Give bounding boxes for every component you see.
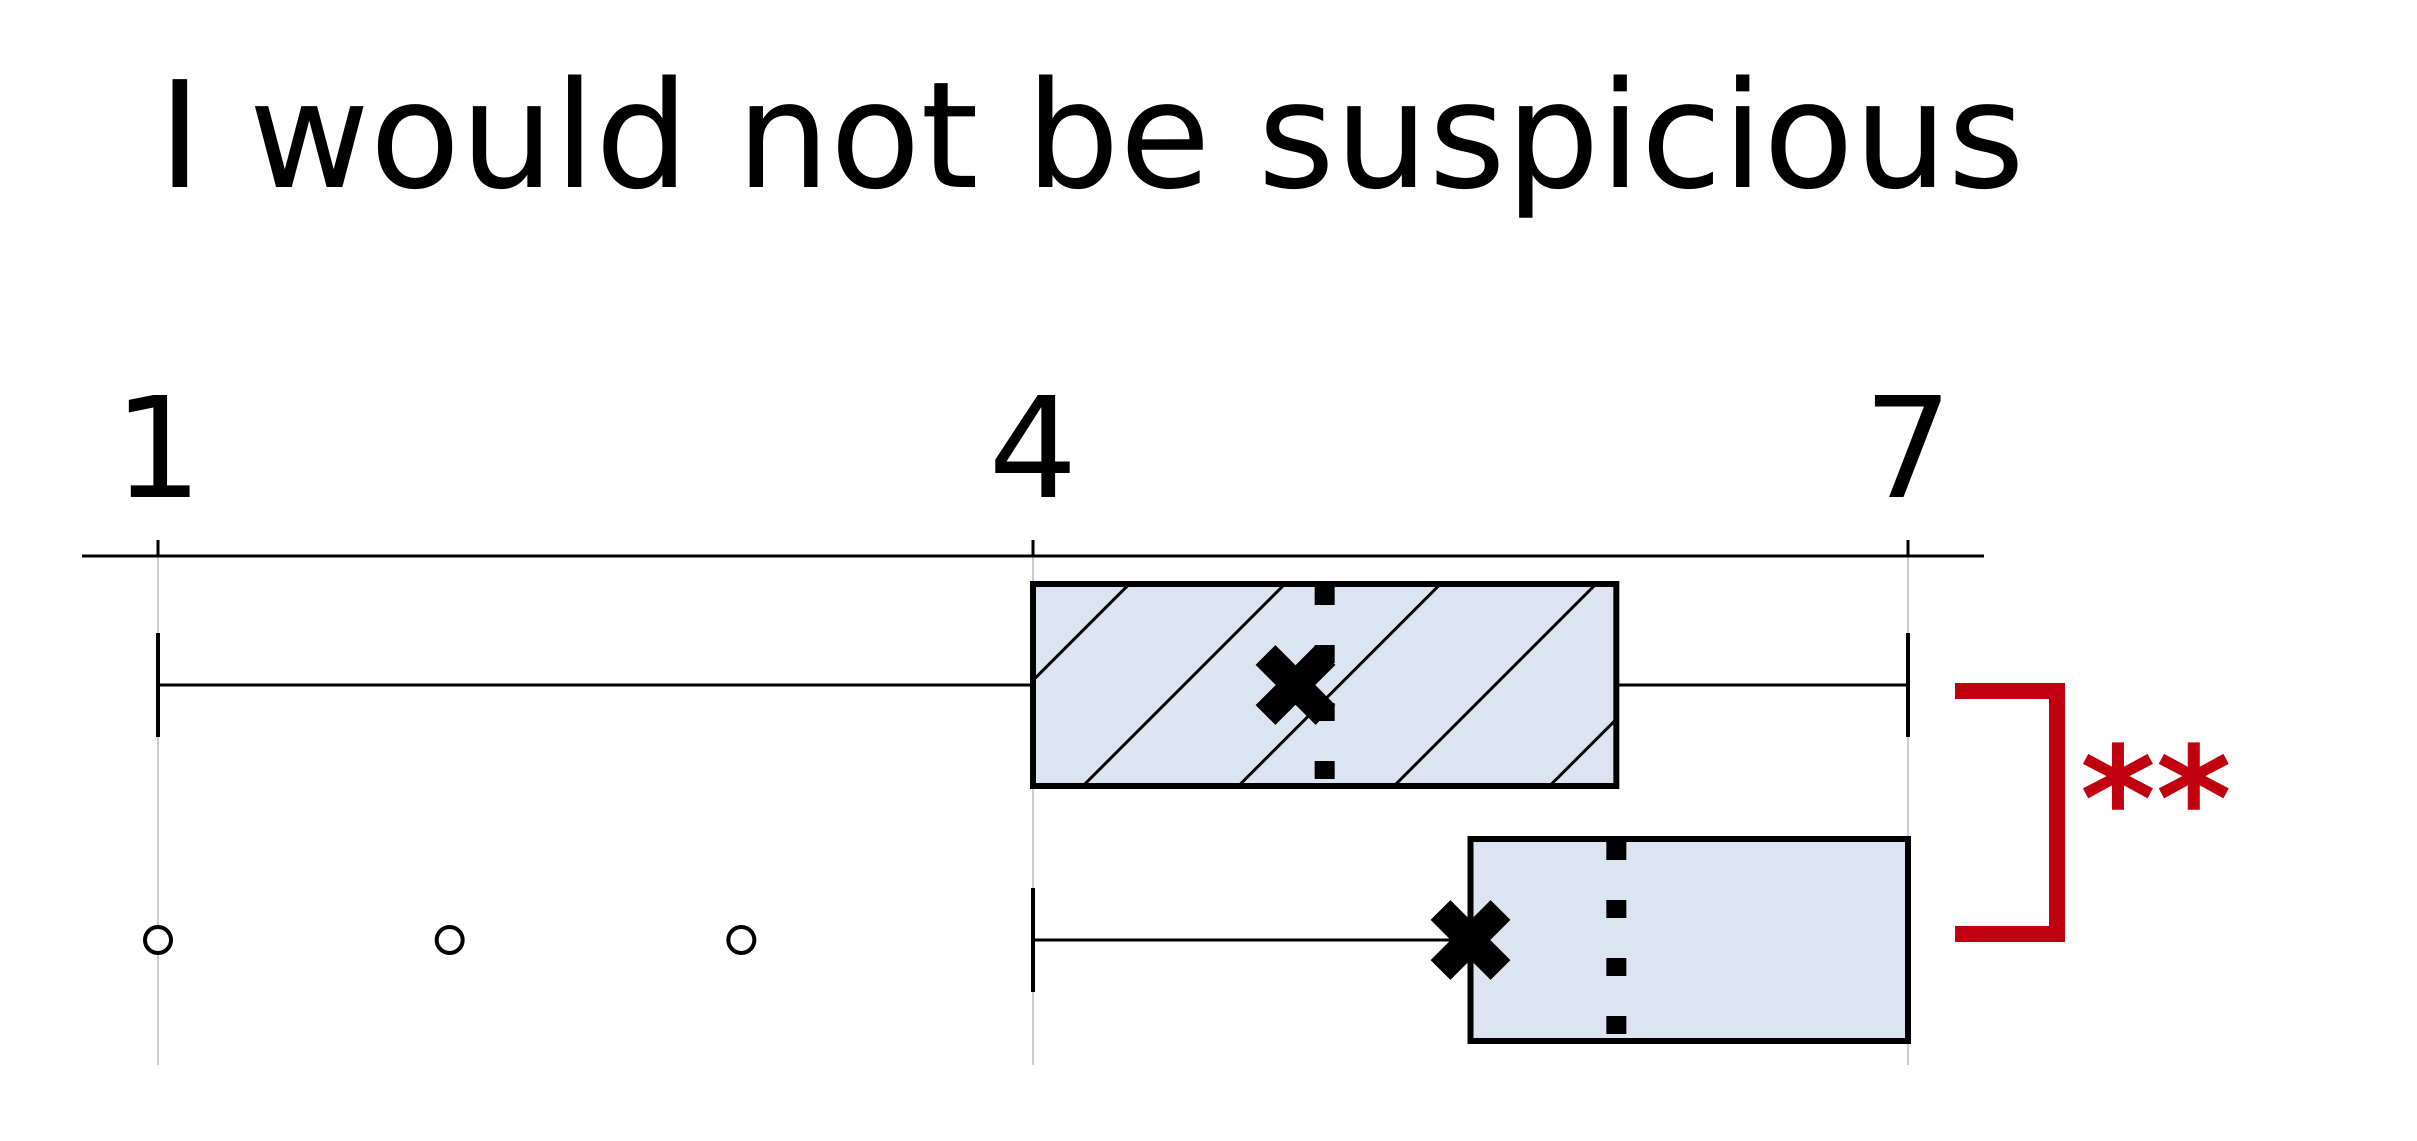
mean-marker — [1430, 900, 1511, 980]
x-axis-ticks: 1 4 7 — [113, 368, 1953, 556]
tick-label: 1 — [113, 368, 202, 531]
outlier-point — [434, 925, 465, 955]
significance-label: ** — [2080, 716, 2232, 885]
tick-label: 4 — [988, 368, 1077, 531]
mean-marker — [1255, 645, 1336, 725]
iqr-box — [1467, 836, 1911, 1044]
tick-label: 7 — [1863, 368, 1952, 531]
outlier-point — [143, 925, 173, 955]
boxes — [143, 581, 1911, 1044]
chart-title: I would not be suspicious — [158, 50, 2025, 222]
box-series-2 — [143, 836, 1911, 1044]
box-series-1 — [156, 581, 1910, 789]
outlier-point — [726, 925, 757, 955]
significance-bracket-line — [1955, 683, 2065, 942]
significance-bracket: ** — [1955, 683, 2232, 942]
iqr-box — [1030, 581, 1620, 789]
